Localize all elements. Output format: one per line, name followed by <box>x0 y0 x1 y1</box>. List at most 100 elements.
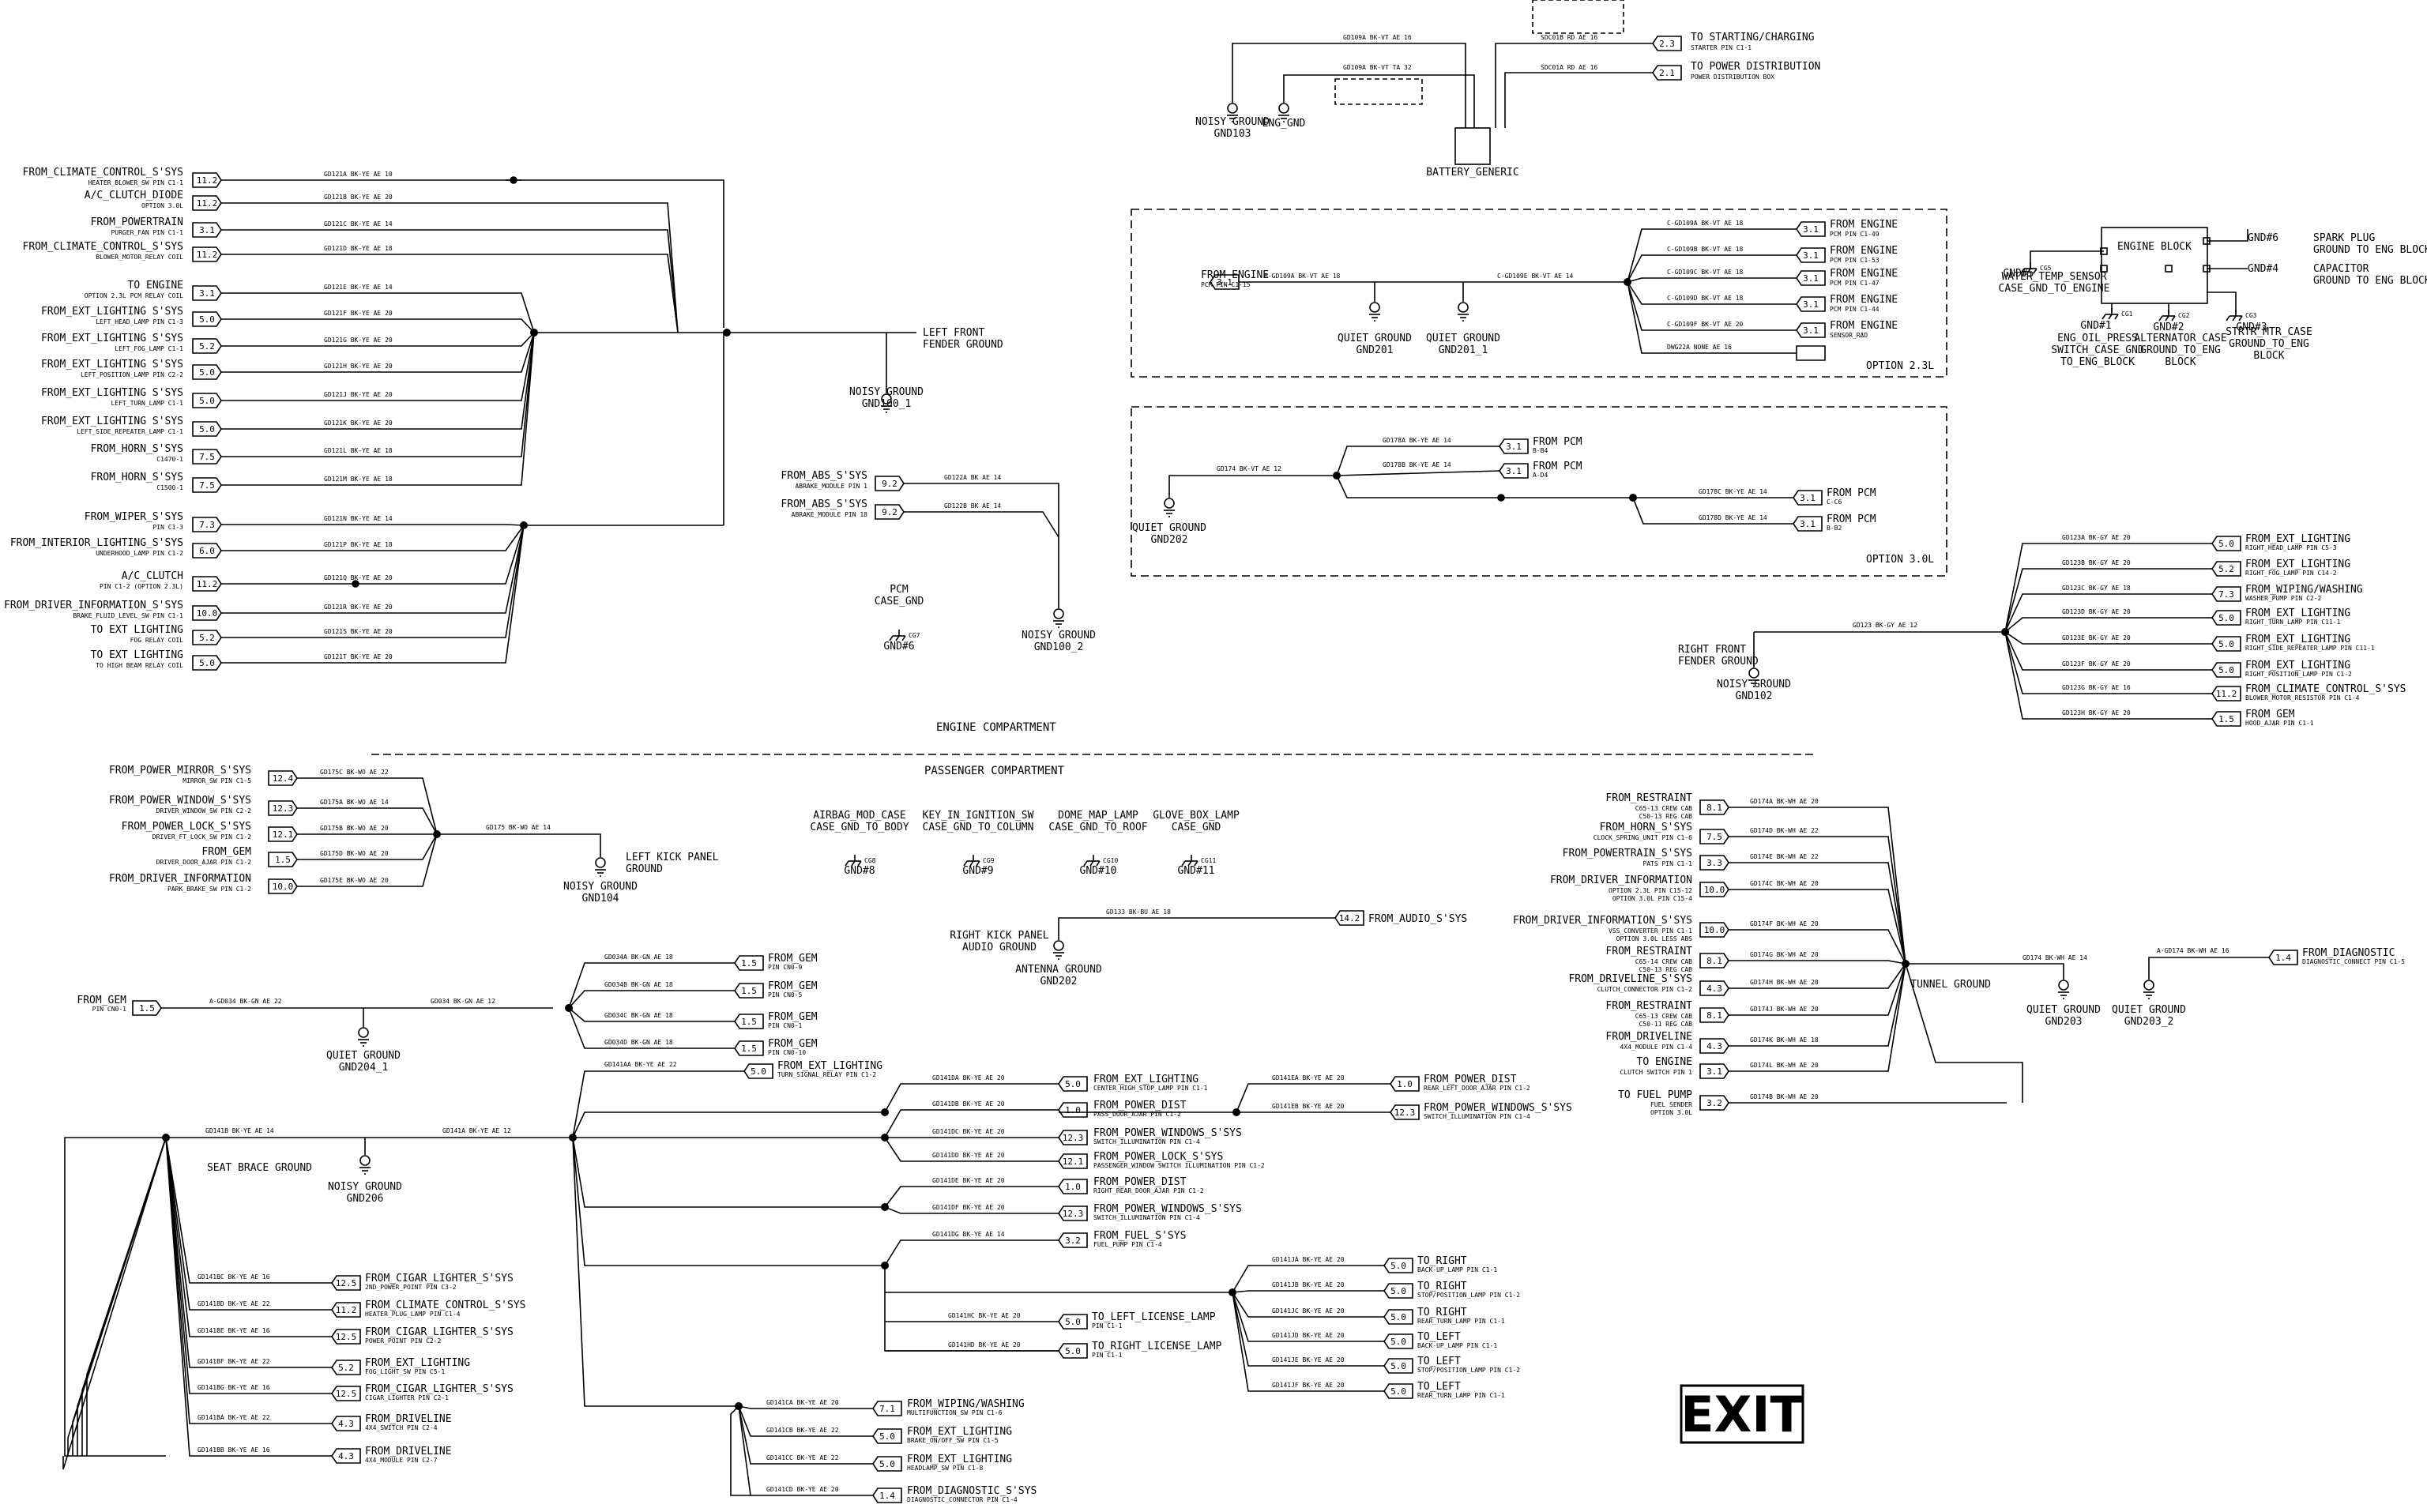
rf-to-4: FROM_EXT_LIGHTING <box>2245 634 2350 645</box>
abs-conn-0 <box>875 476 905 491</box>
ground-gnd202-antenna <box>1053 940 1064 951</box>
lf-conn-13-pin: 6.0 <box>199 546 215 556</box>
pt-mid-to-1: FROM_POWER_DIST <box>1093 1100 1187 1111</box>
lf-conn-0 <box>192 172 222 188</box>
opt23-branch-1 <box>1627 254 1797 283</box>
lf-conn-12 <box>192 517 222 532</box>
rk-conn-pin: 14.2 <box>1339 913 1360 923</box>
pt-lic-conn-0-pin: 5.0 <box>1065 1317 1081 1327</box>
lf-w8 <box>221 332 535 401</box>
tn-conn-2 <box>1699 855 1729 871</box>
rf-to-3: FROM_EXT_LIGHTING <box>2245 607 2350 619</box>
exit-button[interactable]: EXIT <box>1680 1384 1804 1444</box>
tn-branch-9 <box>1729 963 1906 1072</box>
lf-w10 <box>221 332 535 457</box>
lk-w1 <box>297 807 438 835</box>
gq-branch-2 <box>568 1007 735 1022</box>
pt-rear-branch-2 <box>1232 1292 1384 1318</box>
opt30-ground: QUIET GROUND <box>1132 522 1206 534</box>
lf-w11 <box>221 332 535 486</box>
tn-conn-6-pin: 4.3 <box>1706 984 1722 994</box>
lf-conn-12-pin: 7.3 <box>199 520 215 530</box>
lf-sub-5: LEFT_HEAD_LAMP PIN C1-3 <box>96 318 183 325</box>
lf-conn-1 <box>192 195 222 211</box>
rf-to-2: FROM_WIPING/WASHING <box>2245 584 2363 596</box>
pt-ext-turn-conn <box>743 1063 773 1079</box>
lk-w0 <box>297 777 438 835</box>
case-ground-symbol-2 <box>1083 860 1088 867</box>
tn-conn-8-pin: 4.3 <box>1706 1041 1722 1051</box>
opt23-conn-0-pin: 3.1 <box>1803 224 1819 235</box>
batt-conn-start <box>1652 36 1682 51</box>
abs-w0 <box>904 483 1059 608</box>
lf-sub-0: HEATER_BLOWER_SW PIN C1-1 <box>88 179 184 186</box>
gq-to-1: FROM_GEM <box>768 980 818 992</box>
pt-mid-branch-6 <box>884 1239 1059 1266</box>
opt23-sub-4: SENSOR_RAD <box>1830 332 1868 339</box>
gq-to-3: FROM_GEM <box>768 1038 818 1050</box>
lf-from-15: FROM_DRIVER_INFORMATION_S'SYS <box>4 600 183 611</box>
lk-w3 <box>297 833 438 860</box>
tn-conn-1 <box>1699 829 1729 844</box>
lf-wire-4: GD121E BK-YE AE 14 <box>324 284 393 291</box>
eb-alt: ALTERNATOR_CASE <box>2134 333 2226 344</box>
pt-rear-sub-1: STOP/POSITION_LAMP PIN C1-2 <box>1417 1292 1520 1299</box>
tn-conn-6 <box>1699 980 1729 996</box>
lf-conn-10 <box>192 449 222 465</box>
lf-from-6: FROM_EXT_LIGHTING S'SYS <box>41 333 183 344</box>
rf-wire-4: GD123E BK-GY AE 20 <box>2062 634 2131 641</box>
pt-mid-wire-4: GD141DE BK-YE AE 20 <box>932 1177 1005 1184</box>
rf-to-5: FROM_EXT_LIGHTING <box>2245 660 2350 671</box>
opt30-wire-in: GD174 BK-VT AE 12 <box>1217 465 1281 472</box>
opt30-wire-3: GD178D BK-YE AE 14 <box>1699 514 1767 521</box>
gq-wire-2: GD034C BK-GN AE 18 <box>604 1012 673 1019</box>
tn-conn-1-pin: 7.5 <box>1706 832 1722 842</box>
pt-mid-to-6: FROM_FUEL_S'SYS <box>1093 1230 1186 1242</box>
sb-conn-2-pin: 12.5 <box>336 1332 357 1342</box>
lf-wire-0: GD121A BK-YE AE 10 <box>324 171 393 178</box>
pt-mid-branch-1 <box>884 1109 1059 1138</box>
tn-conn-4 <box>1699 922 1729 938</box>
pt-rear-conn-2-pin: 5.0 <box>1390 1312 1406 1322</box>
eb-oil: TO_ENG_BLOCK <box>2060 356 2135 368</box>
tn-wire-3: GD174C BK-WH AE 20 <box>1750 880 1819 887</box>
lf-w5 <box>221 318 535 333</box>
pt-lic-to-1: TO_RIGHT_LICENSE_LAMP <box>1092 1341 1222 1352</box>
rf-conn-4 <box>2211 636 2241 652</box>
case-ground-symbol-1-label: CG9 <box>983 857 995 864</box>
pt-mid-conn-1 <box>1058 1102 1088 1118</box>
pt-rear-conn-2 <box>1383 1309 1413 1325</box>
eb-oil: SWITCH_CASE_GND <box>2051 344 2144 356</box>
option-box <box>1532 0 1624 34</box>
batt-to-power-sub: POWER DISTRIBUTION BOX <box>1691 73 1774 81</box>
tn-ground: QUIET GROUND <box>2026 1004 2101 1016</box>
sb-conn-5-pin: 4.3 <box>338 1419 354 1429</box>
ground-gnd202 <box>1164 498 1175 509</box>
tn-diag-conn <box>2268 950 2298 965</box>
batt-conn-start-pin: 2.3 <box>1659 39 1675 49</box>
lf-sub-2: PURGER_FAN PIN C1-1 <box>111 229 183 236</box>
tn-from-0: FROM_RESTRAINT <box>1605 792 1692 804</box>
rf-conn-0 <box>2211 536 2241 551</box>
gq-conn-pin: 1.5 <box>139 1003 155 1014</box>
pt-ext-turn-wire: GD141AA BK-YE AE 22 <box>604 1061 677 1068</box>
gq-sub-2: PIN CN0-1 <box>768 1022 803 1029</box>
pt-rear-to-2: TO_RIGHT <box>1417 1307 1467 1318</box>
lk-from-4: FROM_DRIVER_INFORMATION <box>109 873 251 885</box>
pcm-case-gnd: GND#6 <box>883 641 914 653</box>
pt-lower2 <box>572 1137 885 1266</box>
lf-w4 <box>221 292 535 333</box>
opt30-sub-1: A-D4 <box>1533 472 1548 479</box>
opt23-sub-1: PCM PIN C1-53 <box>1830 257 1880 264</box>
pt-far-sub-1: SWITCH_ILLUMINATION PIN C1-4 <box>1424 1113 1530 1120</box>
lf-w9 <box>221 332 535 430</box>
opt23-sub-2: PCM PIN C1-47 <box>1830 280 1880 287</box>
tn-sub-6: CLUTCH_CONNECTOR PIN C1-2 <box>1597 986 1693 993</box>
rf-conn-7-pin: 1.5 <box>2218 714 2234 724</box>
lf-conn-8-pin: 5.0 <box>199 396 215 406</box>
sb-conn-6 <box>331 1448 361 1464</box>
sb-wire-6: GD141BB BK-YE AE 16 <box>198 1446 270 1454</box>
lf-wire-10: GD121L BK-YE AE 18 <box>324 447 393 454</box>
eb-cg3-sym <box>2238 315 2243 322</box>
lk-conn-3-pin: 1.5 <box>275 855 291 865</box>
